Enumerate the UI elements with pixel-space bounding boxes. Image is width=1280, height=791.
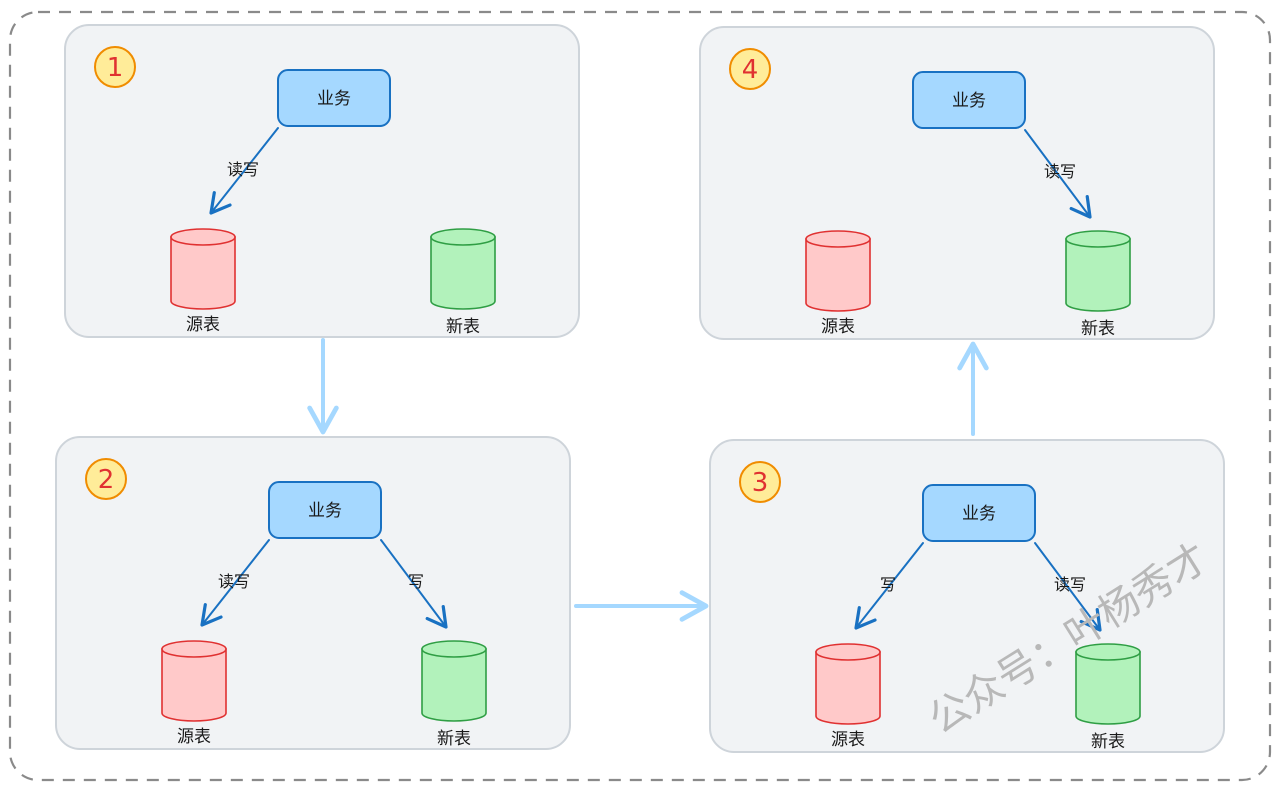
source-table-cylinder	[815, 643, 881, 725]
edge-to-source-label: 写	[880, 575, 896, 594]
source-table-cylinder	[805, 230, 871, 312]
edge-to-source	[854, 542, 924, 630]
source-table-label: 源表	[186, 315, 220, 335]
edge-to-target-label: 读写	[1054, 575, 1086, 594]
edge-to-target	[1034, 542, 1102, 632]
outer-frame	[8, 10, 1272, 782]
source-table-cylinder	[161, 640, 227, 722]
step-number: 4	[742, 55, 759, 85]
target-table-cylinder	[421, 640, 487, 722]
service-label: 业务	[308, 501, 342, 521]
target-table-label: 新表	[437, 729, 471, 749]
target-table-cylinder-top	[1075, 643, 1141, 661]
step-number: 1	[107, 53, 124, 83]
target-table-label: 新表	[1081, 319, 1115, 339]
target-table-cylinder-body	[430, 236, 496, 310]
service-box	[277, 69, 391, 127]
source-table-cylinder-top	[805, 230, 871, 248]
target-table-label: 新表	[446, 317, 480, 337]
service-label: 业务	[317, 89, 351, 109]
source-table-label: 源表	[177, 727, 211, 747]
edge-to-target-label: 写	[408, 572, 424, 591]
source-table-cylinder-top	[815, 643, 881, 661]
step-number: 3	[752, 468, 769, 498]
service-box	[912, 71, 1026, 129]
target-table-cylinder-top	[421, 640, 487, 658]
source-table-cylinder-body	[170, 236, 236, 310]
service-box	[268, 481, 382, 539]
service-box	[922, 484, 1036, 542]
step-badge	[739, 461, 781, 503]
edge-to-source	[200, 539, 270, 627]
edge-to-source-label: 读写	[227, 160, 259, 179]
source-table-cylinder-top	[170, 228, 236, 246]
source-table-label: 源表	[831, 730, 865, 750]
edge-to-target	[380, 539, 448, 629]
source-table-cylinder-top	[161, 640, 227, 658]
source-table-cylinder	[170, 228, 236, 310]
step-badge	[85, 458, 127, 500]
target-table-cylinder-top	[1065, 230, 1131, 248]
edge-to-target	[1024, 129, 1092, 219]
service-label: 业务	[962, 504, 996, 524]
source-table-cylinder-body	[815, 651, 881, 725]
source-table-cylinder-body	[805, 238, 871, 312]
target-table-cylinder-body	[421, 648, 487, 722]
target-table-cylinder-top	[430, 228, 496, 246]
target-table-cylinder	[1065, 230, 1131, 312]
source-table-cylinder-body	[161, 648, 227, 722]
target-table-label: 新表	[1091, 732, 1125, 752]
panels-layer: 1业务源表新表读写2业务源表新表读写写3业务源表新表写读写4业务源表新表读写	[55, 24, 1225, 753]
edge-to-target-label: 读写	[1044, 162, 1076, 181]
step-badge	[94, 46, 136, 88]
source-table-label: 源表	[821, 317, 855, 337]
service-label: 业务	[952, 91, 986, 111]
target-table-cylinder-body	[1065, 238, 1131, 312]
target-table-cylinder-body	[1075, 651, 1141, 725]
target-table-cylinder	[430, 228, 496, 310]
edge-to-source-label: 读写	[218, 572, 250, 591]
step-number: 2	[98, 465, 115, 495]
step-badge	[729, 48, 771, 90]
edge-to-source	[209, 127, 279, 215]
target-table-cylinder	[1075, 643, 1141, 725]
